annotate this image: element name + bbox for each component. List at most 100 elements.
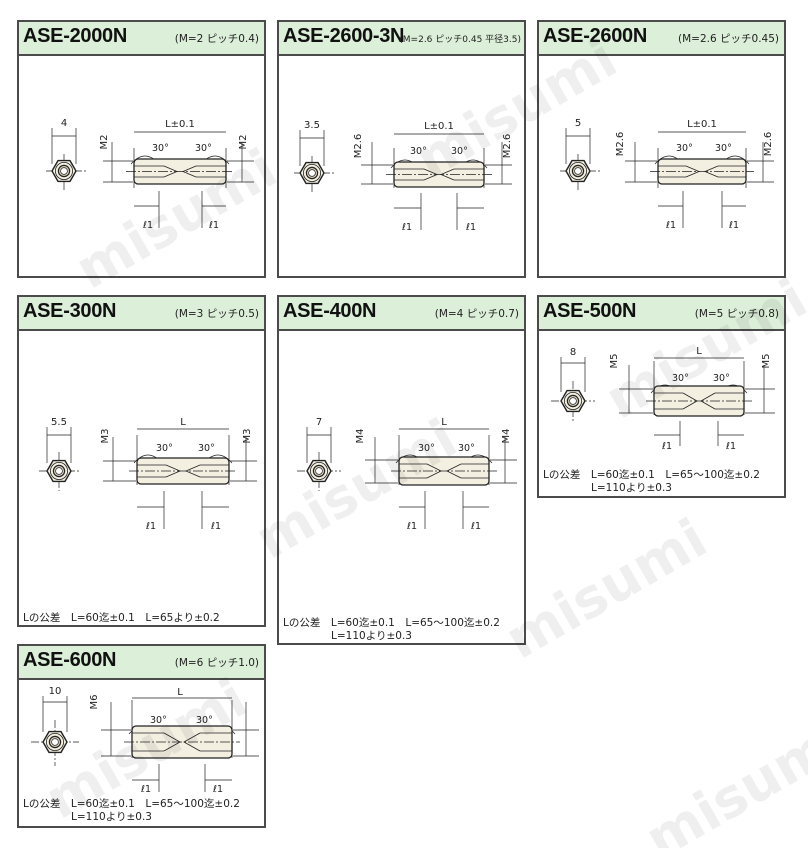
spacer-panel-ase-400n: ASE-400N (M=4 ピッチ0.7) 7 L 30° 30 bbox=[277, 295, 526, 645]
technical-drawing: 7 L 30° 30° M4 M4 ℓ1 ℓ1 bbox=[297, 417, 517, 532]
panel-title: ASE-2000N bbox=[23, 25, 128, 47]
panel-header: ASE-2000N (M=2 ピッチ0.4) bbox=[19, 22, 264, 56]
length-label: L±0.1 bbox=[424, 121, 454, 132]
technical-drawing: 8 L 30° 30° M5 M5 ℓ1 ℓ1 bbox=[551, 346, 775, 452]
angle-label-right: 30° bbox=[458, 443, 475, 454]
angle-label-left: 30° bbox=[152, 143, 169, 154]
thread-spec: (M=5 ピッチ0.8) bbox=[694, 308, 779, 320]
thread-label-right: M2.6 bbox=[763, 132, 774, 157]
length-label: L bbox=[177, 687, 183, 698]
thread-label-left: M6 bbox=[89, 695, 100, 710]
thread-label-right: M5 bbox=[761, 354, 772, 369]
thread-depth-label-right: ℓ1 bbox=[729, 220, 739, 231]
panel-header: ASE-2600-3N (M=2.6 ピッチ0.45 平径3.5) bbox=[279, 22, 524, 56]
tolerance-line-1: Lの公差 L=60迄±0.1 L=65〜100迄±0.2 bbox=[283, 617, 500, 629]
thread-depth-label-left: ℓ1 bbox=[666, 220, 676, 231]
thread-label-left: M3 bbox=[100, 429, 111, 444]
angle-label-left: 30° bbox=[418, 443, 435, 454]
thread-spec: (M=3 ピッチ0.5) bbox=[174, 308, 259, 320]
technical-drawing: 5 L±0.1 30° 30° M2.6 M2.6 ℓ1 ℓ1 bbox=[560, 118, 774, 231]
technical-drawing: 4 L±0.1 30° 30° M2 M2 ℓ1 ℓ1 bbox=[46, 118, 254, 231]
thread-spec: (M=2.6 ピッチ0.45) bbox=[678, 33, 779, 45]
thread-depth-label-left: ℓ1 bbox=[407, 521, 417, 532]
length-tolerance-note: Lの公差 L=60迄±0.1 L=65〜100迄±0.2 L=110より±0.3 bbox=[543, 469, 760, 495]
thread-depth-label-left: ℓ1 bbox=[143, 220, 153, 231]
angle-label-left: 30° bbox=[676, 143, 693, 154]
angle-label-left: 30° bbox=[410, 146, 427, 157]
thread-depth-label-left: ℓ1 bbox=[662, 441, 672, 452]
angle-label-left: 30° bbox=[150, 715, 167, 726]
thread-label-right: M3 bbox=[242, 429, 253, 444]
thread-depth-label-right: ℓ1 bbox=[471, 521, 481, 532]
panel-title: ASE-2600N bbox=[543, 25, 648, 47]
thread-label-left: M2.6 bbox=[353, 134, 364, 159]
technical-drawing: 3.5 L±0.1 30° 30° M2.6 M2.6 ℓ1 ℓ1 bbox=[294, 120, 513, 233]
panel-header: ASE-600N (M=6 ピッチ1.0) bbox=[19, 646, 264, 680]
tolerance-line-2: L=110より±0.3 bbox=[331, 630, 412, 642]
panel-title: ASE-300N bbox=[23, 300, 117, 322]
thread-spec: (M=4 ピッチ0.7) bbox=[434, 308, 519, 320]
length-tolerance-note: Lの公差 L=60迄±0.1 L=65〜100迄±0.2 L=110より±0.3 bbox=[283, 617, 500, 643]
panel-header: ASE-2600N (M=2.6 ピッチ0.45) bbox=[539, 22, 784, 56]
angle-label-left: 30° bbox=[672, 373, 689, 384]
thread-depth-label-right: ℓ1 bbox=[213, 784, 223, 795]
thread-spec: (M=6 ピッチ1.0) bbox=[174, 657, 259, 669]
panel-title: ASE-500N bbox=[543, 300, 637, 322]
length-label: L bbox=[180, 417, 186, 428]
tolerance-line-2: L=110より±0.3 bbox=[71, 811, 152, 823]
thread-depth-label-left: ℓ1 bbox=[402, 222, 412, 233]
angle-label-right: 30° bbox=[713, 373, 730, 384]
thread-label-left: M2 bbox=[99, 135, 110, 150]
thread-label-left: M5 bbox=[609, 354, 620, 369]
hex-size-label: 5.5 bbox=[51, 417, 67, 428]
hex-size-label: 3.5 bbox=[304, 120, 320, 131]
spacer-panel-ase-2000n: ASE-2000N (M=2 ピッチ0.4) 4 L±0 bbox=[17, 20, 266, 278]
panel-title: ASE-600N bbox=[23, 649, 117, 671]
angle-label-left: 30° bbox=[156, 443, 173, 454]
tolerance-line-1: Lの公差 L=60迄±0.1 L=65〜100迄±0.2 bbox=[543, 469, 760, 481]
hex-size-label: 7 bbox=[316, 417, 322, 428]
technical-drawing: 5.5 L 30° 30° M3 M3 ℓ1 ℓ1 bbox=[39, 417, 257, 532]
thread-depth-label-right: ℓ1 bbox=[209, 220, 219, 231]
thread-spec: (M=2.6 ピッチ0.45 平径3.5) bbox=[399, 35, 521, 45]
thread-label-right: M2 bbox=[238, 135, 249, 150]
watermark-text: misumi bbox=[635, 707, 808, 848]
length-tolerance-note: Lの公差 L=60迄±0.1 L=65より±0.2 bbox=[23, 612, 220, 625]
angle-label-right: 30° bbox=[195, 143, 212, 154]
watermark-text: misumi bbox=[495, 507, 717, 672]
spacer-panel-ase-2600-3n: ASE-2600-3N (M=2.6 ピッチ0.45 平径3.5) 3.5 L± bbox=[277, 20, 526, 278]
hex-size-label: 10 bbox=[49, 686, 62, 697]
panel-header: ASE-300N (M=3 ピッチ0.5) bbox=[19, 297, 264, 331]
hex-size-label: 8 bbox=[570, 347, 576, 358]
angle-label-right: 30° bbox=[451, 146, 468, 157]
length-tolerance-note: Lの公差 L=60迄±0.1 L=65〜100迄±0.2 L=110より±0.3 bbox=[23, 798, 240, 824]
tolerance-line-1: Lの公差 L=60迄±0.1 L=65〜100迄±0.2 bbox=[23, 798, 240, 810]
panel-title: ASE-400N bbox=[283, 300, 377, 322]
length-label: L±0.1 bbox=[687, 119, 717, 130]
spacer-panel-ase-500n: ASE-500N (M=5 ピッチ0.8) 8 L 30° 30 bbox=[537, 295, 786, 498]
thread-depth-label-left: ℓ1 bbox=[146, 521, 156, 532]
thread-depth-label-right: ℓ1 bbox=[211, 521, 221, 532]
hex-size-label: 4 bbox=[61, 118, 67, 129]
tolerance-line-1: Lの公差 L=60迄±0.1 L=65より±0.2 bbox=[23, 612, 220, 624]
spacer-panel-ase-300n: ASE-300N (M=3 ピッチ0.5) 5.5 L 30° bbox=[17, 295, 266, 627]
panel-title: ASE-2600-3N bbox=[283, 25, 405, 47]
angle-label-right: 30° bbox=[715, 143, 732, 154]
length-label: L±0.1 bbox=[165, 119, 195, 130]
thread-label-left: M2.6 bbox=[615, 132, 626, 157]
length-label: L bbox=[441, 417, 447, 428]
length-label: L bbox=[696, 346, 702, 357]
thread-label-right: M2.6 bbox=[502, 134, 513, 159]
thread-spec: (M=2 ピッチ0.4) bbox=[174, 33, 259, 45]
thread-label-right: M4 bbox=[501, 429, 512, 444]
angle-label-right: 30° bbox=[198, 443, 215, 454]
panel-header: ASE-500N (M=5 ピッチ0.8) bbox=[539, 297, 784, 331]
thread-label-left: M4 bbox=[355, 429, 366, 444]
thread-depth-label-right: ℓ1 bbox=[726, 441, 736, 452]
angle-label-right: 30° bbox=[196, 715, 213, 726]
hex-size-label: 5 bbox=[575, 118, 581, 129]
thread-depth-label-right: ℓ1 bbox=[466, 222, 476, 233]
tolerance-line-2: L=110より±0.3 bbox=[591, 482, 672, 494]
spacer-panel-ase-2600n: ASE-2600N (M=2.6 ピッチ0.45) 5 L±0.1 30 bbox=[537, 20, 786, 278]
thread-depth-label-left: ℓ1 bbox=[141, 784, 151, 795]
